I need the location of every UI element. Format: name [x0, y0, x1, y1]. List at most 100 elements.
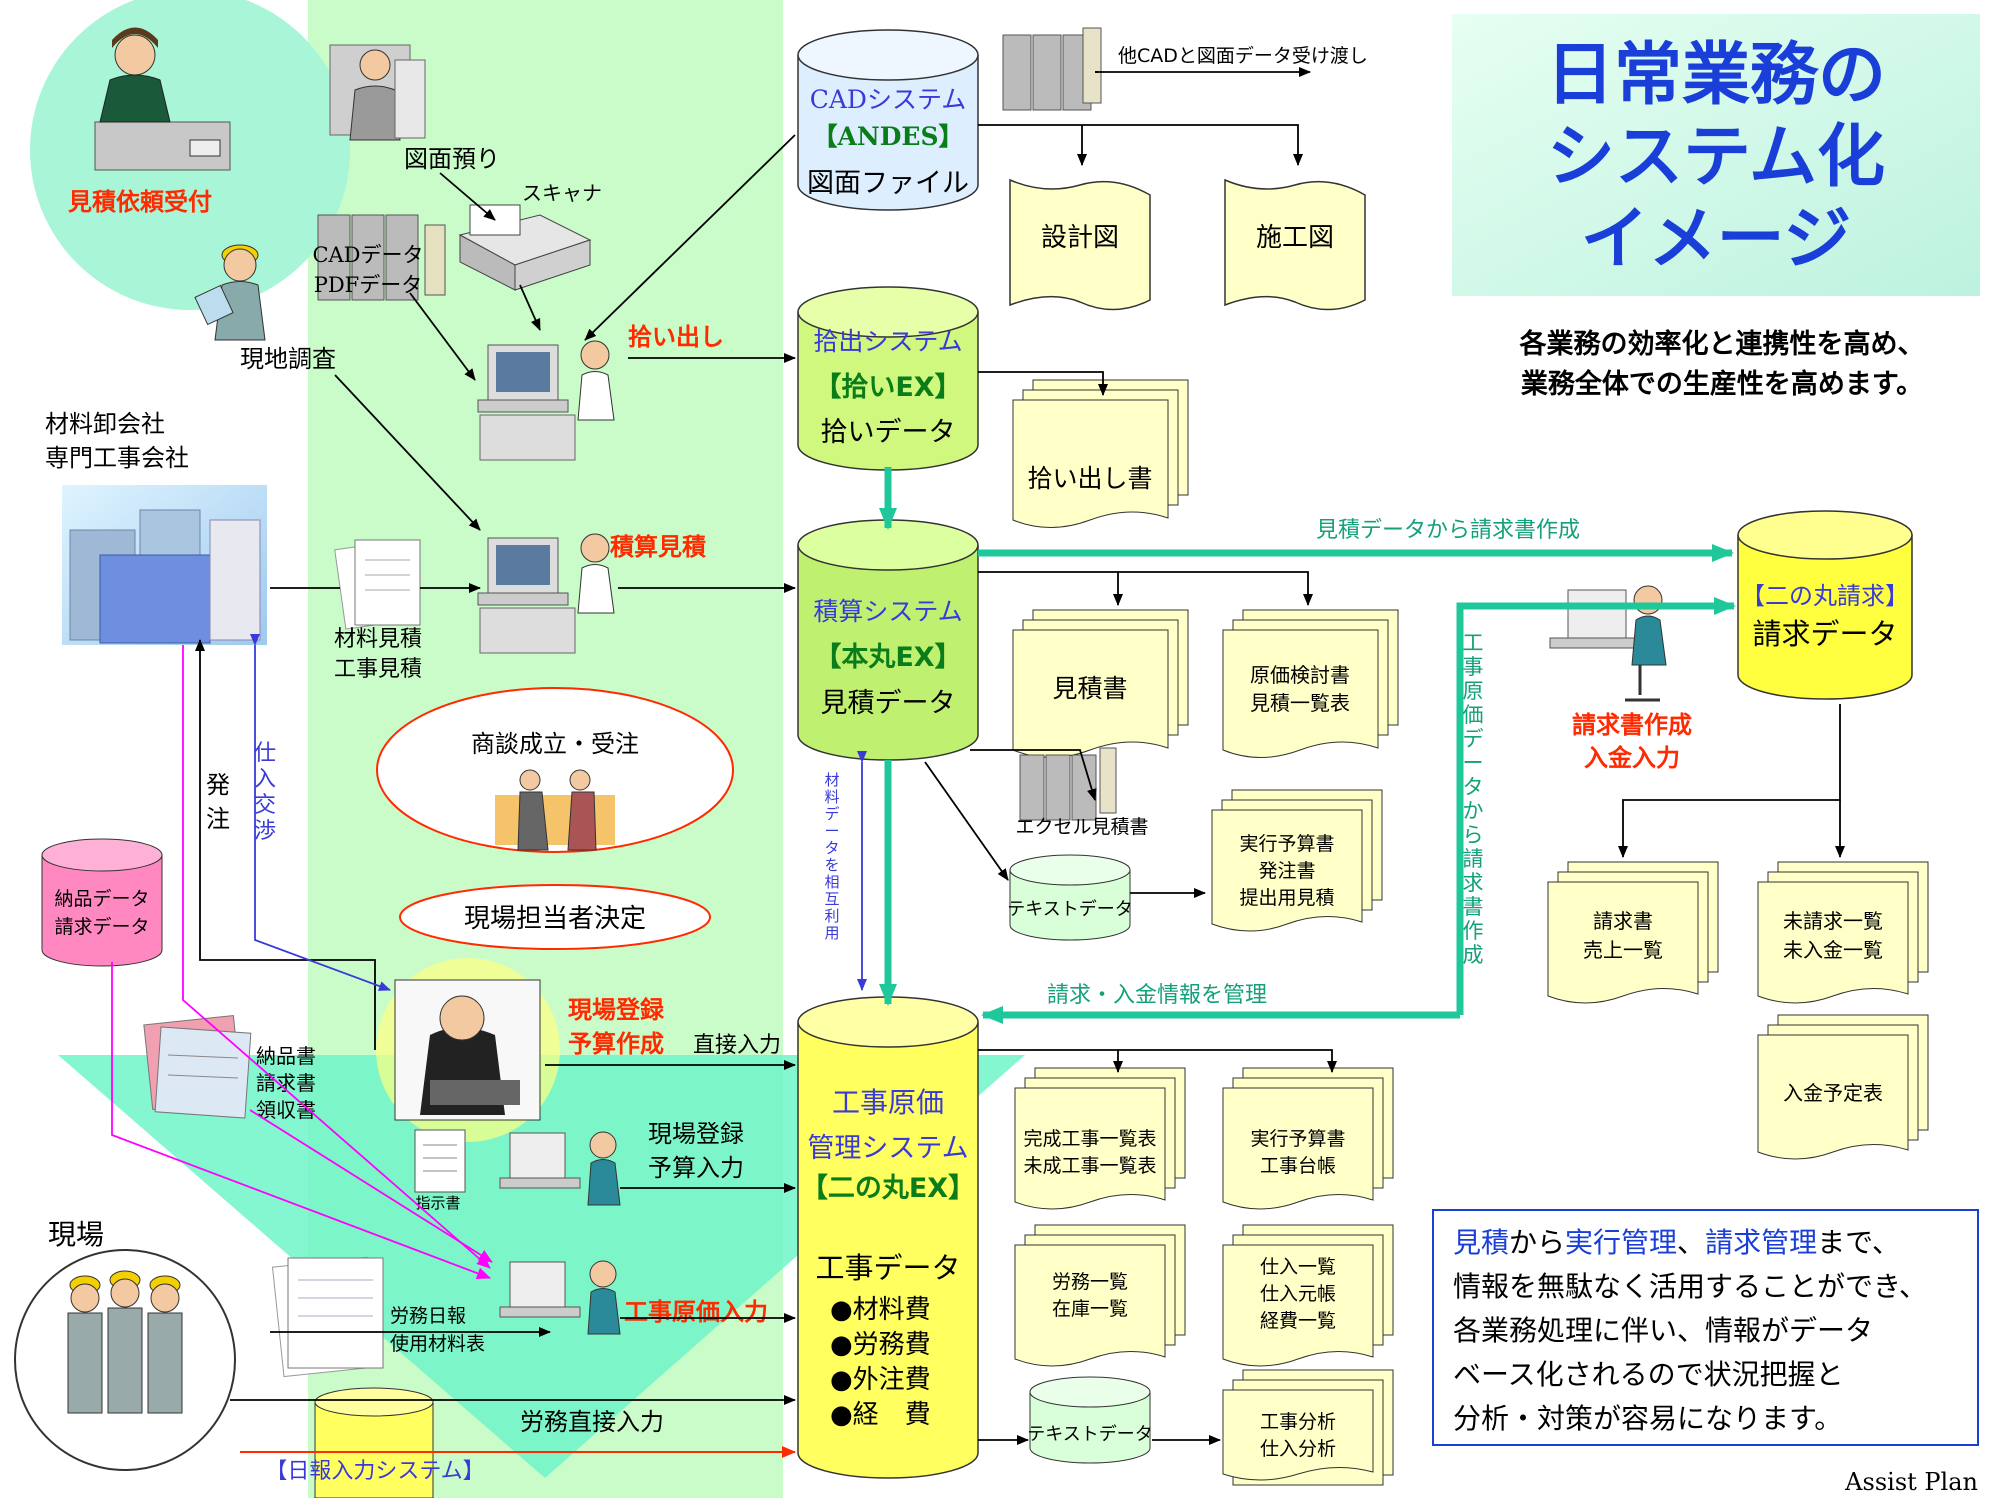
note-line-2: 情報を無駄なく活用することができ、 — [1453, 1270, 1927, 1303]
pickup-sheet-doc — [1012, 379, 1189, 528]
docs-label-2: 請求書 — [256, 1071, 316, 1095]
budget-label-3: 提出用見積 — [1239, 887, 1334, 909]
budget-label-1: 実行予算書 — [1239, 833, 1334, 855]
daily-report-system-label: 【日報入力システム】 — [265, 1459, 484, 1484]
docs-label-3: 領収書 — [256, 1098, 316, 1122]
scanner-label: スキャナ — [522, 181, 602, 205]
phone-operator-icon — [94, 27, 231, 171]
cost-review-doc — [1222, 609, 1399, 758]
delivery-database — [41, 838, 163, 967]
construction-drawing-doc — [1224, 178, 1366, 311]
genka-item-expense: ●経 費 — [830, 1400, 931, 1430]
work-estimate-label: 工事見積 — [334, 657, 422, 682]
receipts-icon — [143, 1014, 252, 1119]
magenta-arrows — [111, 645, 493, 1280]
budget2-label-2: 工事台帳 — [1260, 1155, 1336, 1177]
excel-estimate-label: エクセル見積書 — [1015, 816, 1148, 838]
other-cad-label: 他CADと図面データ受け渡し — [1118, 45, 1368, 67]
site-register-input-label-2: 予算入力 — [648, 1154, 744, 1182]
pickup-label: 拾い出し — [628, 323, 724, 351]
labor-list-label-2: 在庫一覧 — [1052, 1298, 1128, 1320]
site-workers-icon — [14, 1249, 236, 1471]
completed-works-doc — [1014, 1067, 1186, 1210]
analysis-label-2: 仕入分析 — [1260, 1438, 1336, 1460]
labor-list-label-1: 労務一覧 — [1052, 1271, 1128, 1293]
text-data-1-label: テキストデータ — [1007, 899, 1132, 920]
cad-exchange-icon — [1002, 27, 1102, 111]
completed-label-2: 未成工事一覧表 — [1023, 1155, 1156, 1177]
deal-label: 商談成立・受注 — [471, 730, 639, 758]
purchase-label-1: 仕入一覧 — [1260, 1256, 1336, 1278]
cad-system-line-2: 【ANDES】 — [812, 122, 963, 151]
genka-system-line-4: 工事データ — [815, 1251, 960, 1285]
invoice-creation-label-1: 請求書作成 — [1572, 711, 1692, 739]
sekisan-system-line-2: 【本丸EX】 — [814, 642, 961, 673]
cost-review-label-2: 見積一覧表 — [1250, 691, 1350, 715]
site-register-label-1: 現場登録 — [568, 996, 665, 1024]
handshake-icon — [495, 769, 615, 851]
person-in-charge-label: 現場担当者決定 — [464, 904, 646, 934]
cost-operator-icon — [499, 1260, 621, 1335]
genka-system-line-1: 工事原価 — [832, 1086, 944, 1119]
invoice-operator-icon — [1549, 585, 1667, 702]
footer-credit: Assist Plan — [1844, 1468, 1978, 1496]
sekisan-system-line-3: 見積データ — [821, 688, 956, 719]
completed-label-1: 完成工事一覧表 — [1023, 1128, 1156, 1150]
subtitle-line-2: 業務全体での生産性を高めます。 — [1521, 368, 1923, 400]
unbilled-label-1: 未請求一覧 — [1783, 909, 1883, 933]
labor-report-docs-icon — [271, 1256, 384, 1378]
surveyor-icon — [194, 244, 266, 341]
cad-data-label: CADデータ — [312, 243, 423, 267]
direct-input-label: 直接入力 — [693, 1033, 781, 1058]
supplier-label-2: 専門工事会社 — [45, 444, 189, 472]
material-share-label: 材料データを相互利用 — [824, 771, 839, 942]
genka-system-line-2: 管理システム — [807, 1133, 968, 1164]
pickup-operator-icon — [477, 340, 615, 461]
labor-list-doc — [1014, 1224, 1186, 1367]
pdf-data-label: PDFデータ — [314, 273, 423, 297]
payment-schedule-label: 入金予定表 — [1783, 1081, 1883, 1105]
genka-item-outsource: ●外注費 — [830, 1365, 931, 1395]
data-files-icon — [317, 214, 446, 301]
analysis-doc — [1222, 1369, 1394, 1486]
note-line-5: 分析・対策が容易になります。 — [1453, 1402, 1842, 1435]
hiroi-system-line-2: 【拾いEX】 — [814, 372, 961, 403]
site-survey-label: 現地調査 — [240, 345, 336, 373]
labor-report-label: 労務日報 — [390, 1305, 466, 1327]
sekisan-system-database — [797, 519, 979, 761]
person-in-charge-ellipse — [399, 884, 711, 950]
text-data-2-label: テキストデータ — [1027, 1424, 1152, 1445]
office-building-icon — [62, 485, 267, 645]
order-label-2: 注 — [206, 805, 230, 833]
genka-item-labor: ●労務費 — [830, 1330, 931, 1360]
estimate-request-label: 見積依頼受付 — [68, 188, 212, 216]
construction-label: 施工図 — [1256, 223, 1334, 253]
pickup-sheet-label: 拾い出し書 — [1027, 464, 1152, 493]
estimating-operator-icon — [477, 533, 615, 654]
blue-arrows — [250, 634, 867, 991]
analysis-label-1: 工事分析 — [1260, 1411, 1336, 1433]
unbilled-doc — [1757, 861, 1929, 1004]
budget-label-2: 発注書 — [1258, 860, 1315, 882]
invoice-doc — [1547, 861, 1719, 1004]
sekisan-system-line-1: 積算システム — [813, 597, 962, 626]
note-box — [1432, 1209, 1979, 1446]
cad-system-line-3: 図面ファイル — [807, 168, 969, 199]
excel-estimate-icon — [1019, 747, 1117, 821]
invoice-creation-label-2: 入金入力 — [1584, 744, 1680, 772]
site-label: 現場 — [48, 1218, 104, 1251]
payment-schedule-doc — [1757, 1014, 1929, 1160]
title-line-2: システム化 — [1547, 118, 1885, 197]
design-drawing-doc — [1009, 178, 1151, 311]
unbilled-label-2: 未入金一覧 — [1783, 938, 1883, 962]
cost-input-label: 工事原価入力 — [624, 1298, 768, 1326]
labor-direct-input-label: 労務直接入力 — [520, 1408, 664, 1436]
site-register-label-2: 予算作成 — [568, 1030, 664, 1058]
instruction-label: 指示書 — [415, 1194, 460, 1212]
cost-review-label-1: 原価検討書 — [1250, 663, 1350, 687]
cost-to-invoice-label: 工事原価データから請求書作成 — [1463, 631, 1484, 967]
genka-system-line-3: 【二の丸EX】 — [801, 1173, 975, 1204]
seikyu-system-database — [1737, 510, 1913, 700]
order-label-1: 発 — [206, 771, 230, 799]
